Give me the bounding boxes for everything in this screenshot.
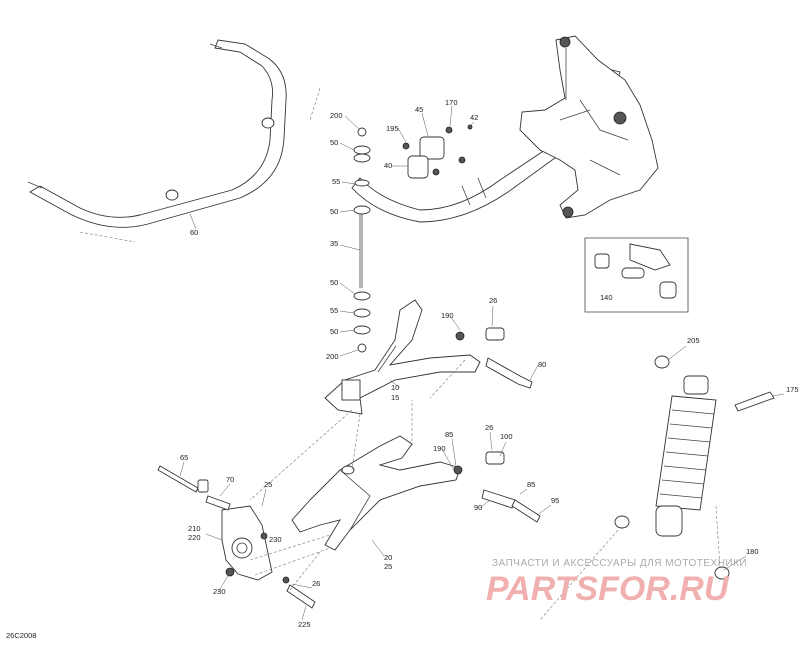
callout-26: 26: [312, 579, 320, 588]
callout-180: 180: [746, 547, 759, 556]
callout-170: 170: [445, 98, 458, 107]
leader-lines: [179, 105, 785, 621]
assembly-lines: [249, 359, 721, 621]
callout-26: 26: [485, 423, 493, 432]
callout-190: 190: [441, 311, 454, 320]
callout-40: 40: [384, 161, 392, 170]
callout-26: 26: [489, 296, 497, 305]
callout-70: 70: [226, 475, 234, 484]
callout-15: 15: [391, 393, 399, 402]
callout-42: 42: [470, 113, 478, 122]
sway-bar-clamps: [402, 124, 473, 179]
callout-45: 45: [415, 105, 423, 114]
watermark-tagline: ЗАПЧАСТИ И АКСЕССУАРЫ ДЛЯ МОТОТЕХНИКИ: [492, 558, 747, 569]
callout-85: 85: [527, 480, 535, 489]
callout-95: 95: [551, 496, 559, 505]
callout-60: 60: [190, 228, 198, 237]
callout-230: 230: [213, 587, 226, 596]
callout-55: 55: [332, 177, 340, 186]
frame-assembly: [519, 35, 659, 219]
drawing-code: 26C2008: [6, 631, 36, 640]
callout-140: 140: [600, 293, 613, 302]
callout-20: 20: [384, 553, 392, 562]
bushing-detail-box-140: [584, 237, 689, 313]
callout-85: 85: [445, 430, 453, 439]
watermark: ЗАПЧАСТИ И АКСЕССУАРЫ ДЛЯ МОТОТЕХНИКИ PA…: [486, 558, 747, 608]
callout-10: 10: [391, 383, 399, 392]
bolts: [157, 327, 775, 609]
callout-225: 225: [298, 620, 311, 629]
upper-a-arm: [324, 299, 481, 415]
callout-90: 90: [474, 503, 482, 512]
callout-205: 205: [687, 336, 700, 345]
callout-50: 50: [330, 207, 338, 216]
sway-bar-bushing: [165, 189, 179, 201]
callout-50: 50: [330, 278, 338, 287]
sway-bar-bushing: [261, 117, 275, 129]
watermark-logo: PARTSFOR.RU: [486, 570, 730, 608]
callout-35: 35: [330, 239, 338, 248]
callout-200: 200: [330, 111, 343, 120]
callout-25: 25: [384, 562, 392, 571]
callout-200: 200: [326, 352, 339, 361]
callout-80: 80: [538, 360, 546, 369]
sway-bar-link-stack: [353, 127, 371, 353]
callout-50: 50: [330, 327, 338, 336]
callout-25: 25: [264, 480, 272, 489]
knuckle: [221, 505, 273, 581]
callout-220: 220: [188, 533, 201, 542]
callout-50: 50: [330, 138, 338, 147]
sway-bar-60: [27, 39, 321, 243]
callout-230: 230: [269, 535, 282, 544]
callout-55: 55: [330, 306, 338, 315]
callout-65: 65: [180, 453, 188, 462]
callout-175: 175: [786, 385, 799, 394]
callout-210: 210: [188, 524, 201, 533]
lower-a-arm: [291, 435, 461, 551]
callout-190: 190: [433, 444, 446, 453]
callouts: 200 50 195 45 170 42 40 55 50 35 50 55 5…: [180, 98, 799, 629]
callout-100: 100: [500, 432, 513, 441]
callout-195: 195: [386, 124, 399, 133]
shock-absorber: [614, 355, 730, 580]
